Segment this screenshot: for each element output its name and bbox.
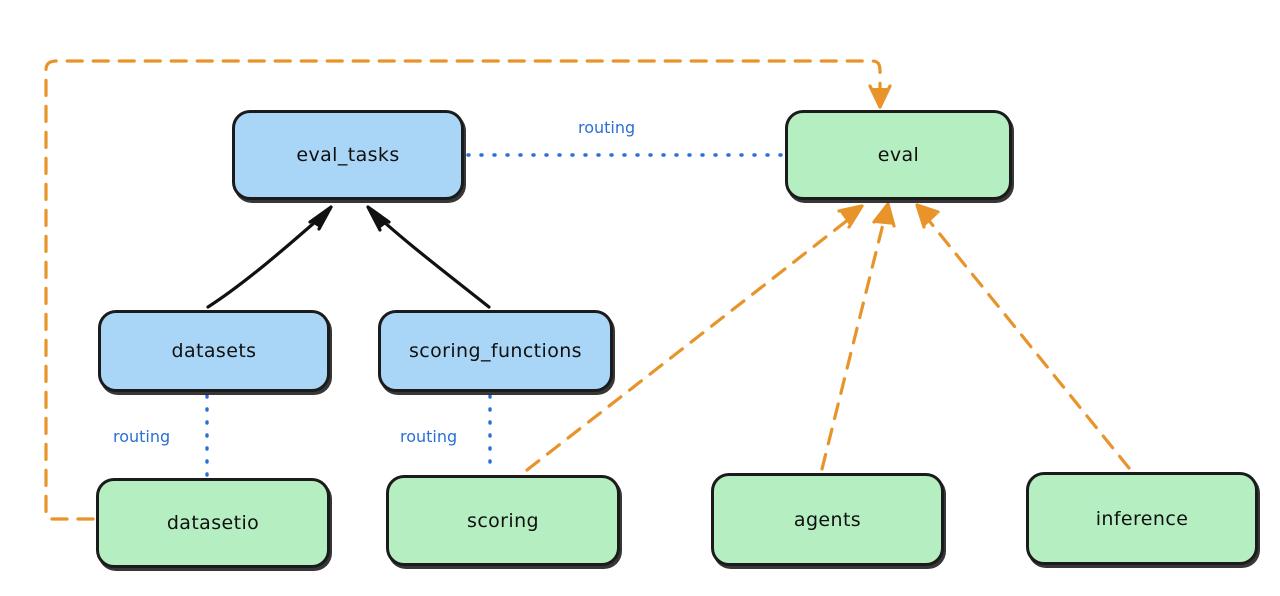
node-agents[interactable]: agents [711, 473, 944, 566]
node-label-scoring: scoring [467, 509, 539, 532]
node-label-datasets: datasets [171, 340, 257, 362]
edge-scoring-functions-to-eval-tasks [366, 205, 491, 309]
edge-inference-to-eval [915, 203, 1131, 470]
node-eval-tasks[interactable]: eval_tasks [232, 110, 464, 200]
edge-datasets-to-eval-tasks [206, 205, 333, 309]
edge-agents-to-eval [820, 202, 896, 471]
node-label-agents: agents [793, 508, 862, 531]
edge-label-routing-scoring-functions-scoring: routing [400, 427, 458, 446]
node-datasets[interactable]: datasets [98, 310, 330, 392]
edge-label-routing-datasets-datasetio: routing [113, 427, 171, 446]
edge-label-routing-eval-tasks-eval: routing [578, 118, 636, 137]
edge-datasetio-to-eval [44, 59, 892, 521]
node-label-eval: eval [877, 144, 920, 166]
node-label-datasetio: datasetio [166, 512, 260, 534]
node-label-scoring-functions: scoring_functions [409, 340, 582, 362]
node-inference[interactable]: inference [1026, 472, 1258, 565]
node-label-inference: inference [1095, 507, 1189, 530]
node-datasetio[interactable]: datasetio [96, 478, 330, 568]
node-scoring-functions[interactable]: scoring_functions [378, 310, 613, 392]
node-label-eval-tasks: eval_tasks [296, 144, 400, 166]
node-scoring[interactable]: scoring [386, 475, 620, 566]
node-eval[interactable]: eval [785, 110, 1012, 200]
